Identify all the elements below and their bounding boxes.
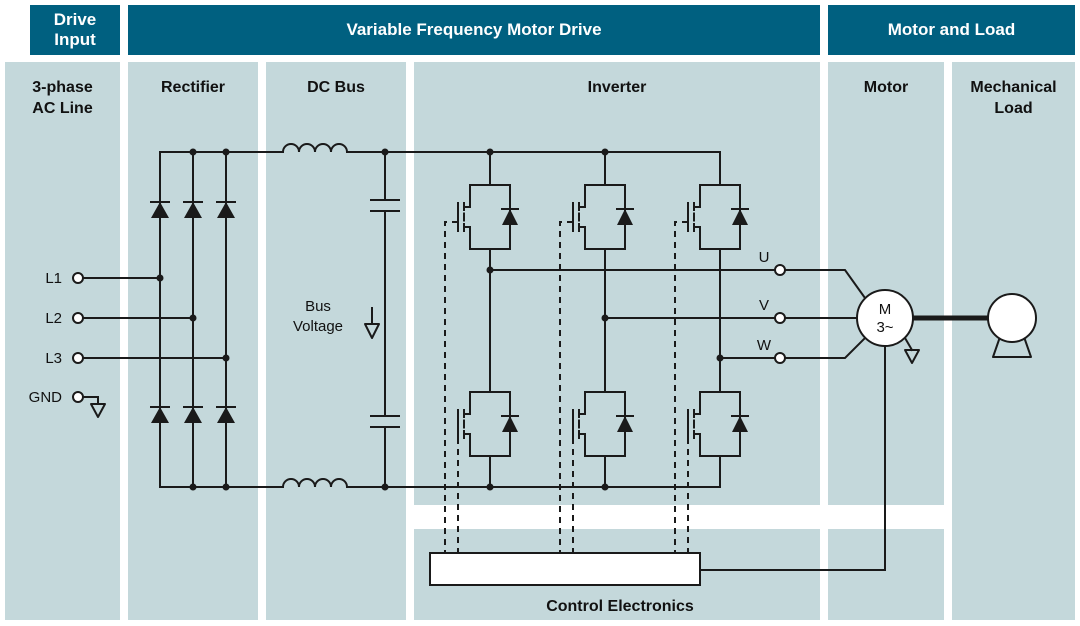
panel-label-line: DC Bus (307, 79, 365, 96)
gate-signal-lines-u (444, 221, 459, 553)
panel-label-mechanical-load: Mechanical Load (952, 62, 1075, 120)
label-v: V (759, 297, 769, 314)
panel-label-line: Motor (863, 79, 909, 96)
panel-dc-bus: DC Bus (266, 62, 406, 620)
junction-dots (156, 148, 724, 491)
dc-bus-capacitors (364, 151, 400, 488)
inverter-leg-u (444, 151, 776, 553)
control-electronics (429, 552, 701, 586)
header-variable-frequency-motor-drive: Variable Frequency Motor Drive (128, 5, 820, 55)
gnd-terminal (72, 391, 84, 403)
separator-band (414, 505, 944, 529)
ac-line-inputs (72, 272, 227, 418)
panel-label-rectifier: Rectifier (128, 62, 258, 99)
label-w: W (757, 337, 772, 354)
panel-ac-line: 3-phase AC Line (5, 62, 120, 620)
label-motor-m: M (879, 301, 892, 318)
label-motor-3ph: 3~ (876, 319, 893, 336)
panel-label-motor: Motor (828, 62, 944, 99)
ground-arrow-icon (90, 403, 106, 418)
motor-ground-arrow-icon (904, 349, 920, 364)
w-terminal (774, 352, 786, 364)
label-control-electronics: Control Electronics (546, 598, 694, 615)
motor-wiring (699, 264, 920, 571)
l1-terminal (72, 272, 84, 284)
label-l2: L2 (45, 310, 62, 327)
l2-terminal (72, 312, 84, 324)
schematic-labels: L1 L2 L3 GND Bus Voltage U V W M 3~ Cont… (29, 249, 894, 615)
panel-label-line: Rectifier (160, 79, 226, 96)
inverter-leg-w (674, 151, 776, 553)
dc-rails (159, 143, 721, 489)
panel-label-ac-line: 3-phase AC Line (5, 62, 120, 120)
bus-inductor-bottom (281, 478, 349, 489)
panel-label-inverter: Inverter (414, 62, 820, 99)
motor-ground-lead (903, 336, 914, 352)
gate-signal-lines-v (559, 221, 574, 553)
panel-label-line: Inverter (587, 79, 647, 96)
label-l3: L3 (45, 350, 62, 367)
header-drive-input: Drive Input (30, 5, 120, 55)
inverter-leg-v (559, 151, 776, 553)
motor-feedback-line (699, 345, 886, 571)
panel-label-line: 3-phase (32, 79, 93, 96)
gate-signal-lines-w (674, 221, 689, 553)
bus-inductor-top (281, 143, 349, 154)
panel-label-dc-bus: DC Bus (266, 62, 406, 99)
label-u: U (759, 249, 770, 266)
label-gnd: GND (29, 389, 63, 406)
panel-label-line: Mechanical (970, 79, 1057, 96)
motor-symbol (856, 289, 914, 347)
v-terminal (774, 312, 786, 324)
mechanical-load (913, 293, 1037, 358)
header-motor-and-load: Motor and Load (828, 5, 1075, 55)
bus-voltage-arrowhead-icon (364, 323, 380, 339)
label-l1: L1 (45, 270, 62, 287)
l3-terminal (72, 352, 84, 364)
panel-label-line: AC Line (32, 99, 93, 117)
motor-circle-icon (856, 289, 914, 347)
load-pump-icon (987, 293, 1037, 343)
pump-base-icon (992, 333, 1032, 358)
rectifier-bridge (150, 151, 236, 488)
panel-label-line: Load (994, 99, 1033, 117)
control-electronics-box (429, 552, 701, 586)
label-bus-voltage-line1: Bus (305, 298, 331, 315)
u-terminal (774, 264, 786, 276)
label-bus-voltage-line2: Voltage (293, 318, 343, 335)
